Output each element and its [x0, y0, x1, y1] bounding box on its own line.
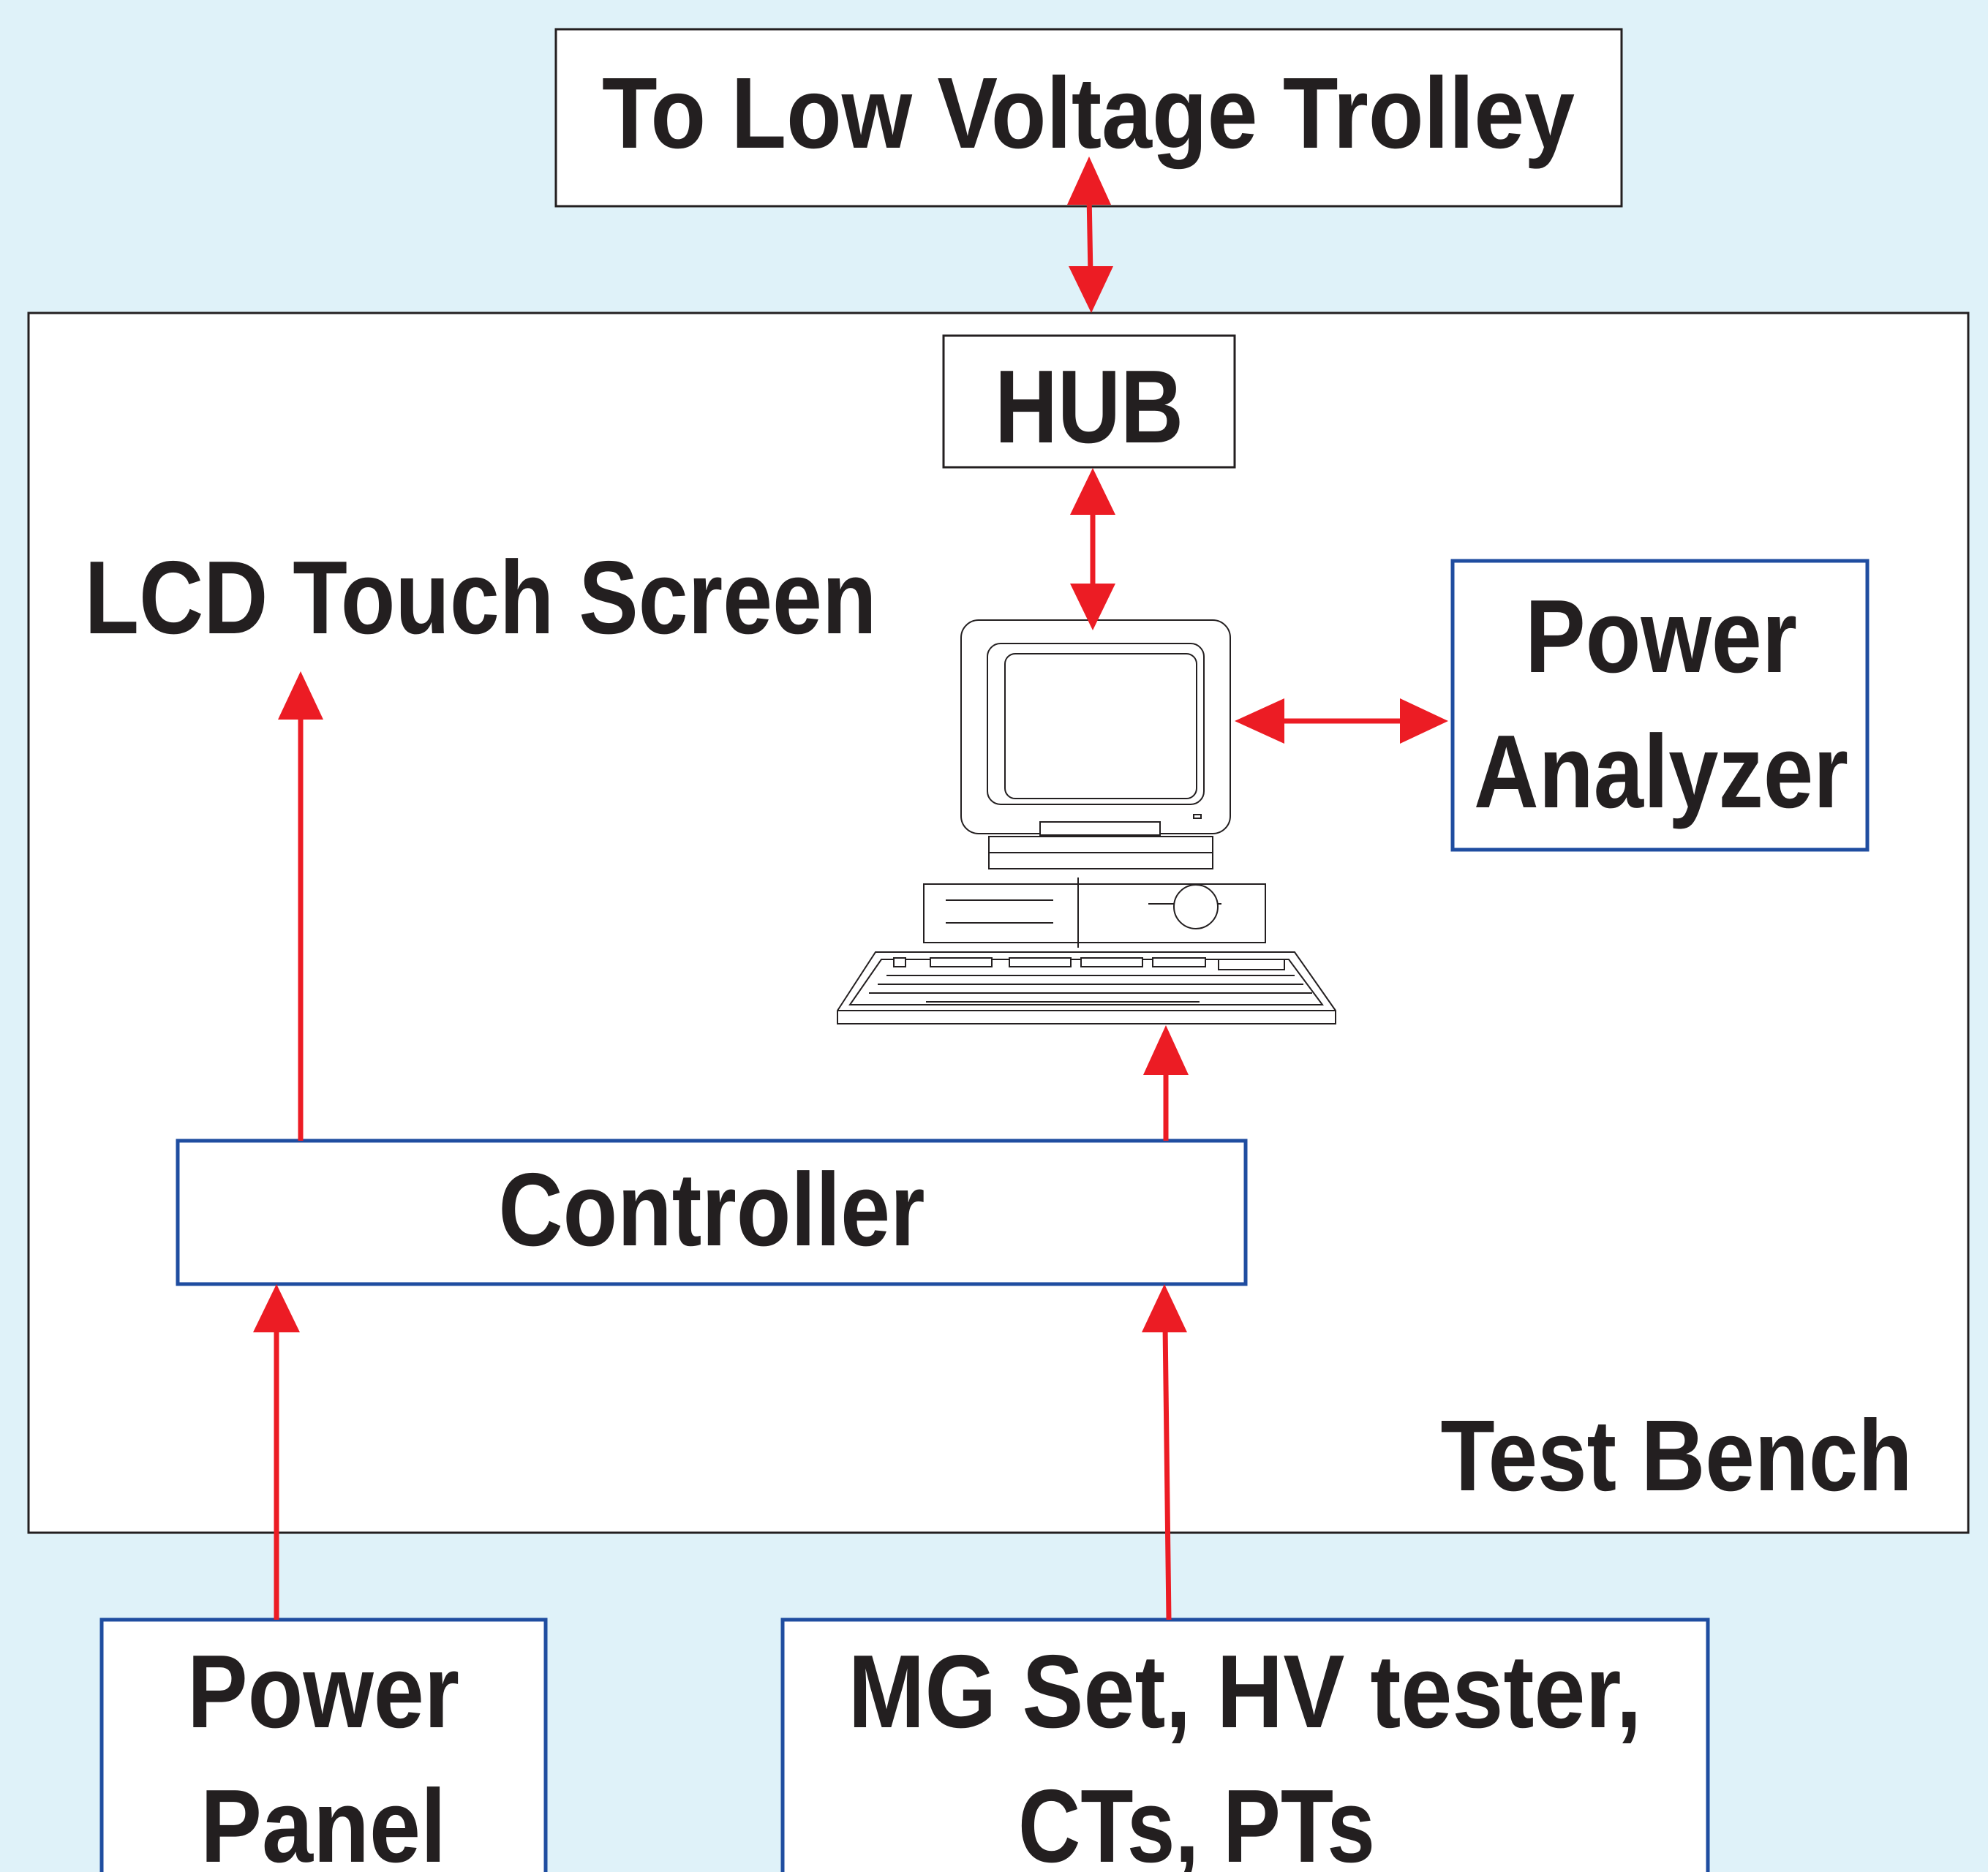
arrowhead-up — [1142, 1284, 1187, 1332]
arrow-mgset-controller — [1142, 1284, 1187, 1620]
lcd-touch-screen-label: LCD Touch Screen — [85, 540, 877, 656]
power-panel-box — [99, 1618, 548, 1872]
controller-label: Controller — [499, 1152, 925, 1268]
power-analyzer-box — [1450, 559, 1870, 852]
arrow-trolley-hub — [1067, 156, 1113, 313]
key-f1 — [930, 957, 993, 967]
arrowhead-up — [1070, 468, 1115, 515]
connection-arrows — [253, 156, 1448, 1620]
hub-label: HUB — [995, 349, 1183, 465]
key-f2 — [1009, 957, 1072, 967]
mg-set-box — [780, 1618, 1710, 1872]
key-f5 — [1218, 959, 1285, 970]
power-analyzer-label-line2: Analyzer — [1474, 714, 1848, 830]
power-panel-label-line2: Panel — [200, 1768, 446, 1872]
key-f4 — [1152, 957, 1206, 967]
arrow-powerpanel-controller — [253, 1284, 300, 1620]
arrow-computer-analyzer — [1235, 698, 1448, 744]
power-led — [1193, 814, 1202, 819]
key-esc — [893, 957, 906, 967]
arrow-controller-lcd — [278, 671, 323, 1141]
key-f3 — [1080, 957, 1143, 967]
arrow-hub-computer — [1070, 468, 1115, 630]
arrowhead-down — [1070, 584, 1115, 630]
cpu-power-button — [1173, 884, 1219, 929]
arrowhead-up — [253, 1284, 300, 1332]
arrowhead-down — [1069, 266, 1113, 313]
arrow-shaft — [1086, 193, 1093, 276]
arrowhead-up — [1067, 156, 1111, 205]
arrowhead-right — [1400, 698, 1448, 744]
controller-box — [176, 1139, 1248, 1286]
power-panel-label-line1: Power — [187, 1634, 459, 1750]
desktop-computer-icon — [837, 619, 1336, 1024]
power-analyzer-label-line1: Power — [1525, 578, 1797, 695]
arrowhead-up — [1143, 1025, 1189, 1075]
arrowhead-left — [1235, 698, 1284, 744]
hub-box — [942, 334, 1236, 469]
test-bench-label: Test Bench — [1441, 1400, 1913, 1512]
arrow-controller-computer — [1143, 1025, 1189, 1141]
arrow-shaft — [1162, 1324, 1172, 1620]
low-voltage-trolley-label: To Low Voltage Trolley — [602, 57, 1575, 170]
mg-set-label-line2: CTs, PTs — [1018, 1768, 1375, 1872]
arrowhead-up — [278, 671, 323, 720]
monitor-screen — [1004, 653, 1197, 799]
mg-set-label-line1: MG Set, HV tester, — [848, 1634, 1642, 1750]
